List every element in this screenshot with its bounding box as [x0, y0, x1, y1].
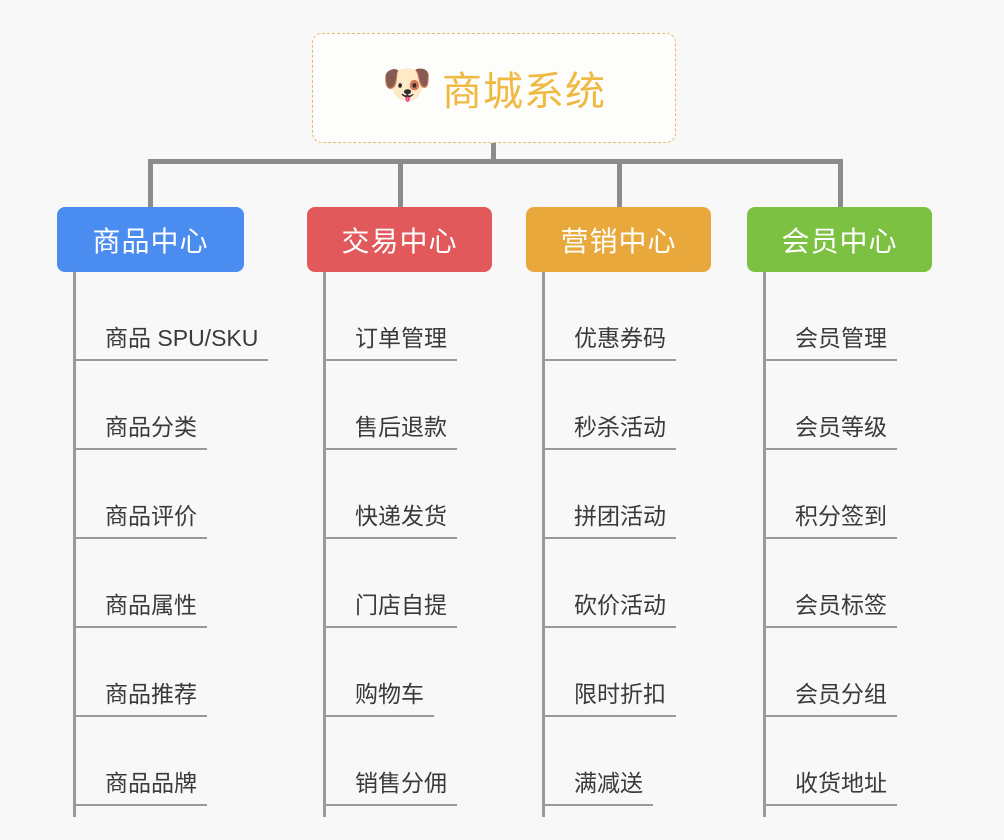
leaf-item-label: 商品品牌: [73, 769, 207, 806]
category-box-product-center[interactable]: 商品中心: [57, 207, 244, 272]
leaf-item[interactable]: 销售分佣: [323, 717, 457, 806]
leaf-item[interactable]: 砍价活动: [542, 539, 676, 628]
leaf-item-label: 商品属性: [73, 591, 207, 628]
leaf-item-label: 商品分类: [73, 413, 207, 450]
leaf-item[interactable]: 商品品牌: [73, 717, 207, 806]
leaf-item-label: 商品评价: [73, 502, 207, 539]
leaf-item[interactable]: 售后退款: [323, 361, 457, 450]
category-label: 会员中心: [781, 225, 898, 257]
leaf-item-label: 会员标签: [763, 591, 897, 628]
leaf-item-label: 售后退款: [323, 413, 457, 450]
leaf-item-label: 商品推荐: [73, 680, 207, 717]
branch-spine-member-center: [763, 272, 766, 817]
leaf-item[interactable]: 购物车: [323, 628, 434, 717]
category-label: 营销中心: [560, 225, 677, 257]
category-box-member-center[interactable]: 会员中心: [747, 207, 932, 272]
leaf-item-label: 拼团活动: [542, 502, 676, 539]
root-node-mall-system[interactable]: 🐶 商城系统: [312, 33, 676, 143]
category-label: 商品中心: [92, 225, 209, 257]
connector-drop-trade-center: [398, 159, 403, 208]
connector-drop-product-center: [148, 159, 153, 208]
shiba-dog-face-icon: 🐶: [382, 63, 432, 107]
category-label: 交易中心: [341, 225, 458, 257]
leaf-item[interactable]: 快递发货: [323, 450, 457, 539]
leaf-item[interactable]: 商品评价: [73, 450, 207, 539]
branch-spine-product-center: [73, 272, 76, 817]
leaf-item-label: 销售分佣: [323, 769, 457, 806]
leaf-item-label: 限时折扣: [542, 680, 676, 717]
category-box-trade-center[interactable]: 交易中心: [307, 207, 492, 272]
branch-spine-marketing-center: [542, 272, 545, 817]
connector-drop-marketing-center: [617, 159, 622, 208]
leaf-item-label: 订单管理: [323, 324, 457, 361]
root-node-title: 商城系统: [442, 70, 606, 114]
leaf-item-label: 满减送: [542, 769, 653, 806]
leaf-item[interactable]: 会员等级: [763, 361, 897, 450]
leaf-item-label: 商品 SPU/SKU: [73, 324, 269, 361]
leaf-item-label: 收货地址: [763, 769, 897, 806]
category-box-marketing-center[interactable]: 营销中心: [526, 207, 711, 272]
leaf-item-label: 积分签到: [763, 502, 897, 539]
leaf-item-label: 购物车: [323, 680, 434, 717]
leaf-item[interactable]: 限时折扣: [542, 628, 676, 717]
leaf-item-label: 优惠券码: [542, 324, 676, 361]
leaf-item-label: 快递发货: [323, 502, 457, 539]
leaf-item[interactable]: 门店自提: [323, 539, 457, 628]
leaf-item[interactable]: 会员管理: [763, 272, 897, 361]
leaf-item[interactable]: 商品属性: [73, 539, 207, 628]
leaf-item[interactable]: 商品分类: [73, 361, 207, 450]
leaf-item-label: 会员分组: [763, 680, 897, 717]
leaf-item-label: 秒杀活动: [542, 413, 676, 450]
connector-horizontal-bar: [148, 159, 842, 164]
connector-drop-member-center: [838, 159, 843, 208]
leaf-item[interactable]: 商品 SPU/SKU: [73, 272, 269, 361]
leaf-item[interactable]: 会员分组: [763, 628, 897, 717]
branch-spine-trade-center: [323, 272, 326, 817]
leaf-item-label: 门店自提: [323, 591, 457, 628]
leaf-item[interactable]: 商品推荐: [73, 628, 207, 717]
leaf-item[interactable]: 满减送: [542, 717, 653, 806]
leaf-item[interactable]: 拼团活动: [542, 450, 676, 539]
connector-root-stem: [491, 143, 496, 164]
leaf-item[interactable]: 秒杀活动: [542, 361, 676, 450]
leaf-item[interactable]: 订单管理: [323, 272, 457, 361]
leaf-item-label: 会员等级: [763, 413, 897, 450]
leaf-item-label: 会员管理: [763, 324, 897, 361]
leaf-item[interactable]: 优惠券码: [542, 272, 676, 361]
leaf-item-label: 砍价活动: [542, 591, 676, 628]
leaf-item[interactable]: 收货地址: [763, 717, 897, 806]
leaf-item[interactable]: 积分签到: [763, 450, 897, 539]
leaf-item[interactable]: 会员标签: [763, 539, 897, 628]
